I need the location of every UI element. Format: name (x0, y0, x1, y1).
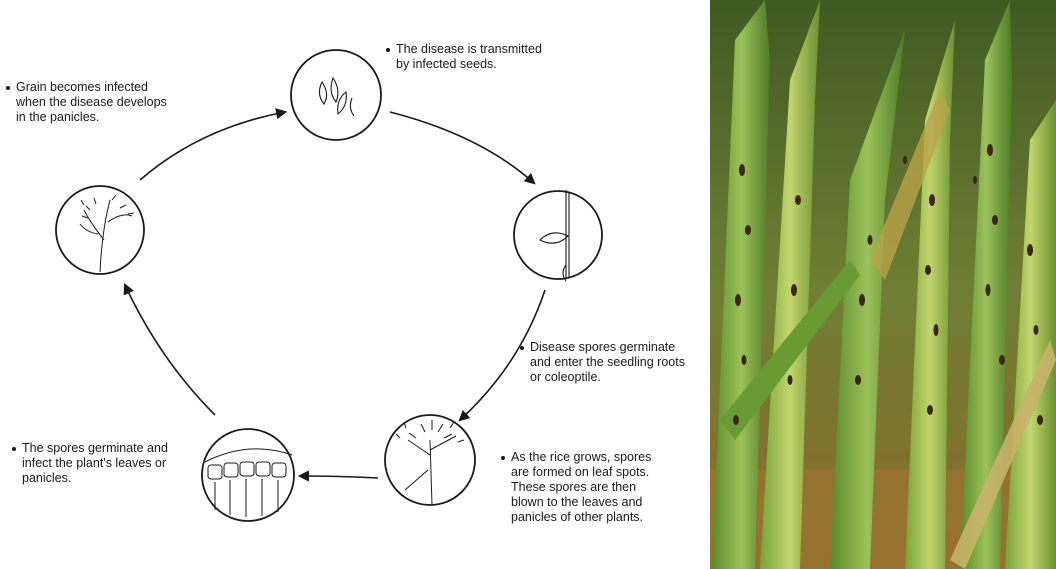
arrow-cells-to-panicle (125, 285, 215, 415)
stage-panicle (56, 186, 144, 274)
bullet-icon (12, 447, 16, 451)
cycle-arrows (125, 112, 545, 478)
rice-leaves-with-brown-spots-icon (710, 0, 1056, 569)
bullet-icon (6, 86, 10, 90)
caption-grain: Grain becomes infected when the disease … (16, 80, 167, 125)
caption-seed: The disease is transmitted by infected s… (396, 42, 542, 72)
stage-leaf-cells (202, 429, 294, 521)
stage-seedling (514, 190, 602, 281)
stage-infected-seeds (291, 50, 381, 140)
caption-spores-formed: As the rice grows, spores are formed on … (511, 450, 651, 525)
caption-infect: The spores germinate and infect the plan… (22, 441, 168, 486)
bullet-icon (520, 346, 524, 350)
arrow-seeds-to-seedling (390, 112, 534, 183)
caption-germinate: Disease spores germinate and enter the s… (530, 340, 685, 385)
stage-leaf-spot-spores (385, 415, 475, 505)
bullet-icon (501, 456, 505, 460)
bullet-icon (386, 48, 390, 52)
arrow-spores-to-cells (300, 476, 378, 478)
